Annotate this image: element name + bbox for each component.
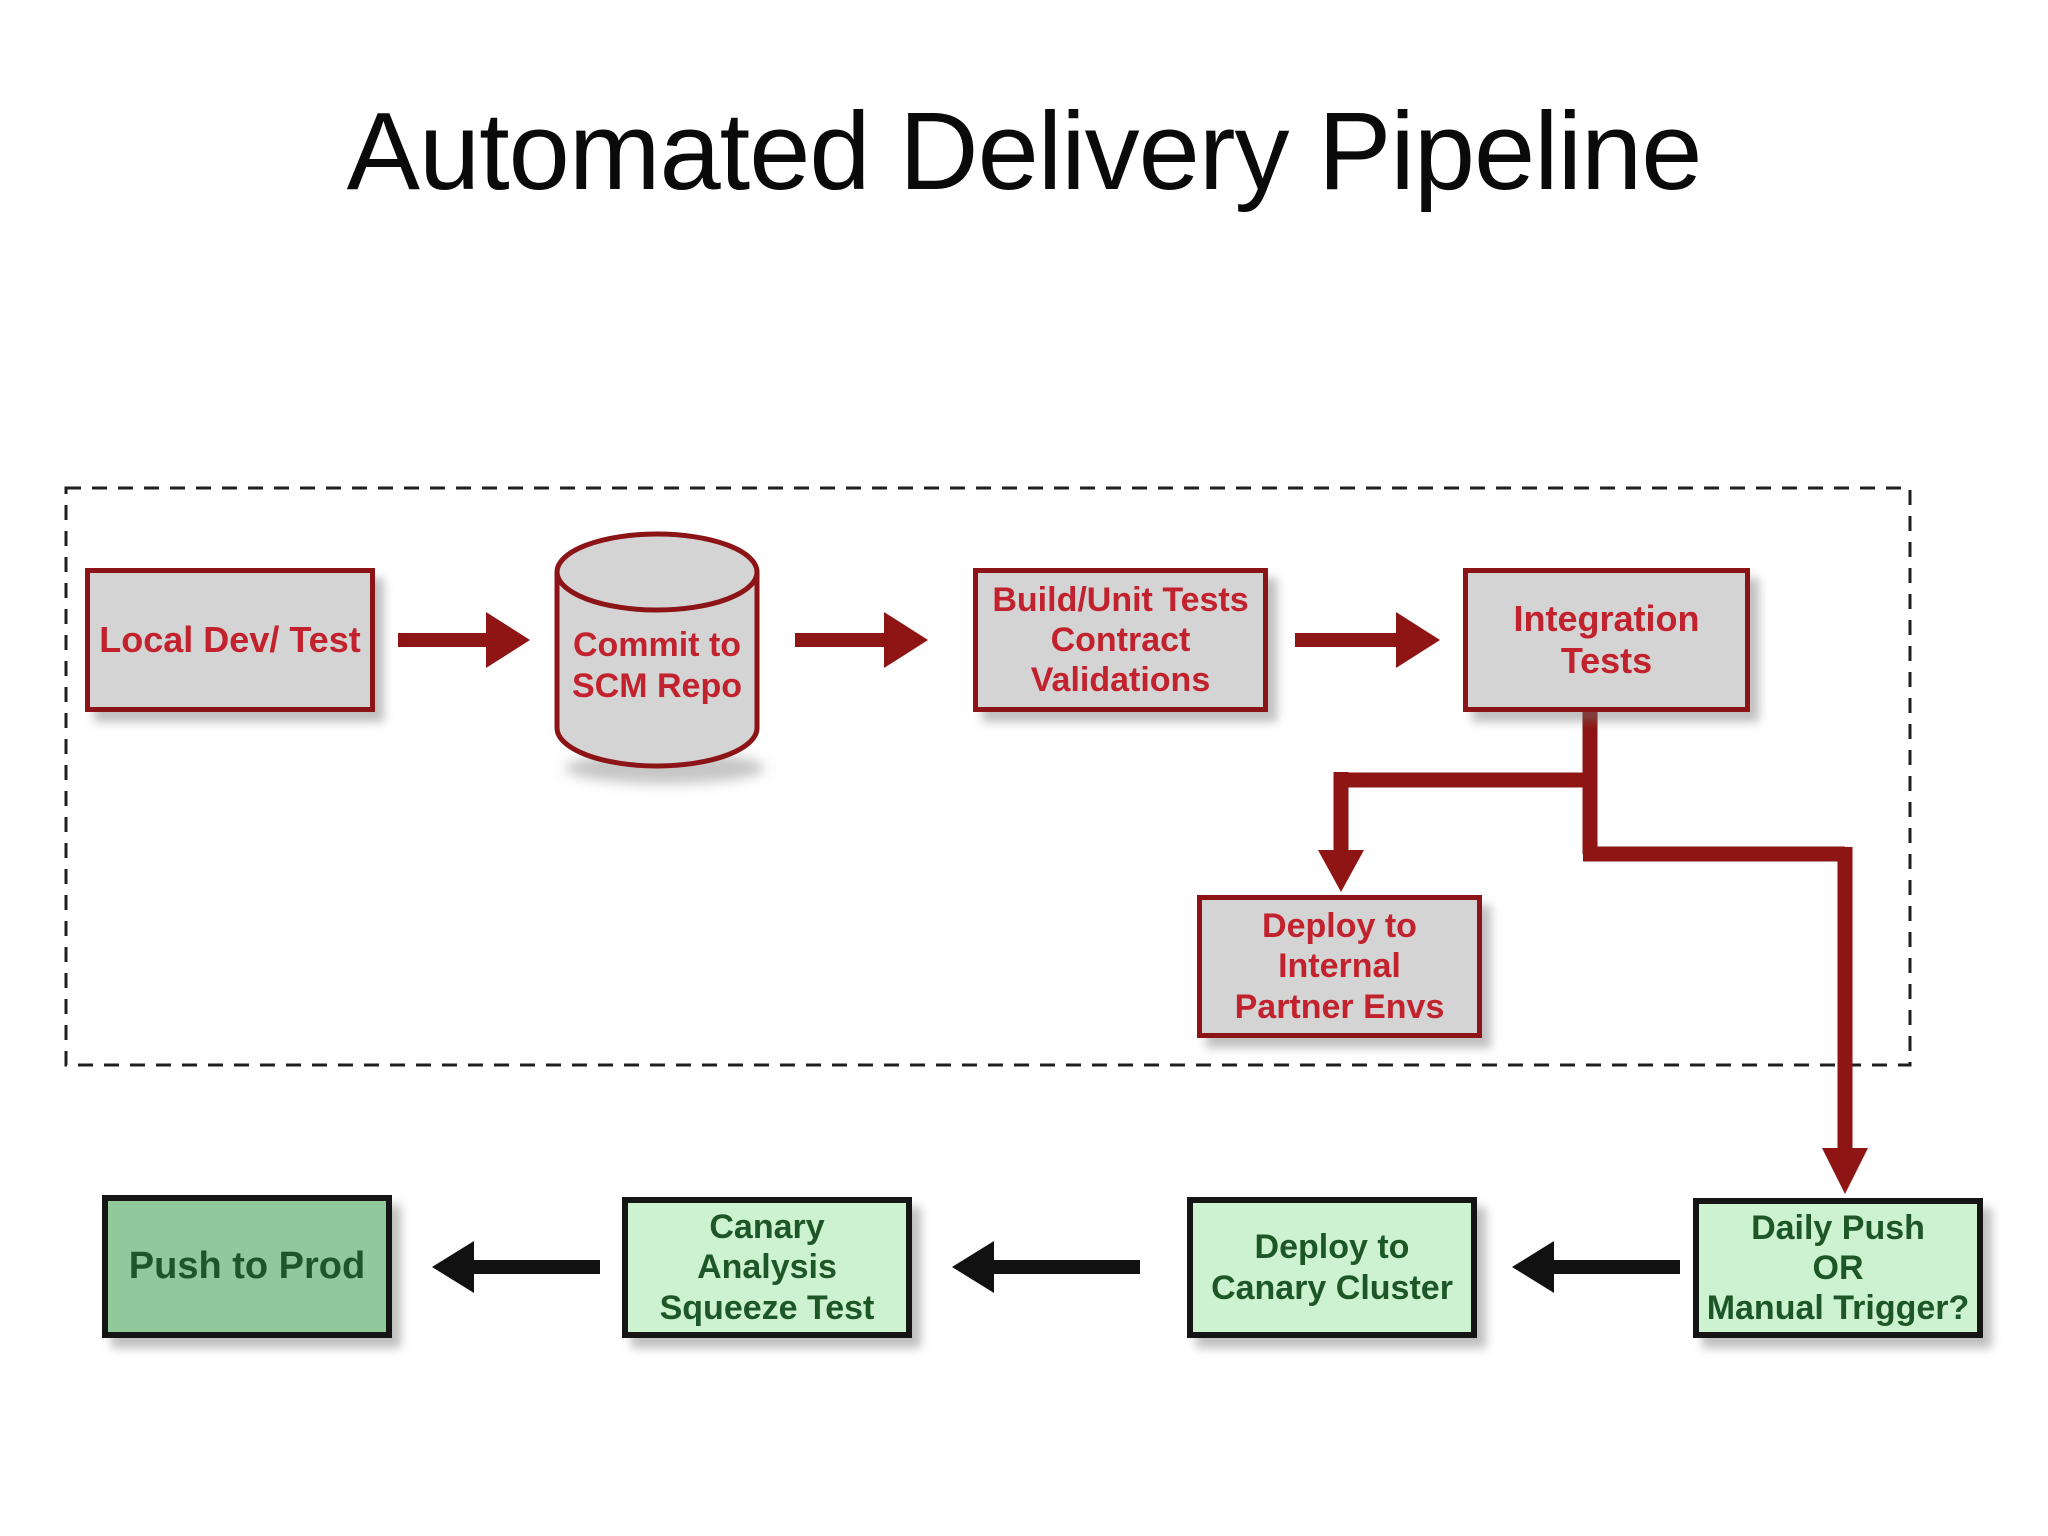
node-deploy-canary-cluster: Deploy to Canary Cluster [1187,1197,1477,1338]
node-build-unit-tests: Build/Unit Tests Contract Validations [973,568,1268,712]
database-cylinder-top-icon [554,531,760,613]
arrow-canary-to-prod-icon [432,1241,600,1293]
node-local-dev-test: Local Dev/ Test [85,568,375,712]
node-canary-analysis-squeeze-test: Canary Analysis Squeeze Test [622,1197,912,1338]
node-integration-tests: Integration Tests [1463,568,1750,712]
database-cylinder-body-icon [554,572,760,769]
node-deploy-internal-partner-envs: Deploy to Internal Partner Envs [1197,895,1482,1038]
node-daily-push-or-manual-trigger: Daily Push OR Manual Trigger? [1693,1198,1983,1338]
arrow-scm-to-build-icon [795,612,928,668]
arrow-daily-to-deploy-icon [1512,1241,1680,1293]
arrow-deploy-to-canary-icon [952,1241,1140,1293]
arrow-local-to-scm-icon [398,612,530,668]
arrow-build-to-integration-icon [1295,612,1440,668]
page-title: Automated Delivery Pipeline [346,90,1703,213]
arrowhead-to-partner-icon [1318,850,1364,892]
arrowhead-to-daily-push-icon [1822,1148,1868,1194]
ci-boundary-dashed-box [64,486,1912,1067]
node-commit-scm-repo-label: Commit to SCM Repo [572,626,742,705]
node-push-to-prod: Push to Prod [102,1195,392,1338]
